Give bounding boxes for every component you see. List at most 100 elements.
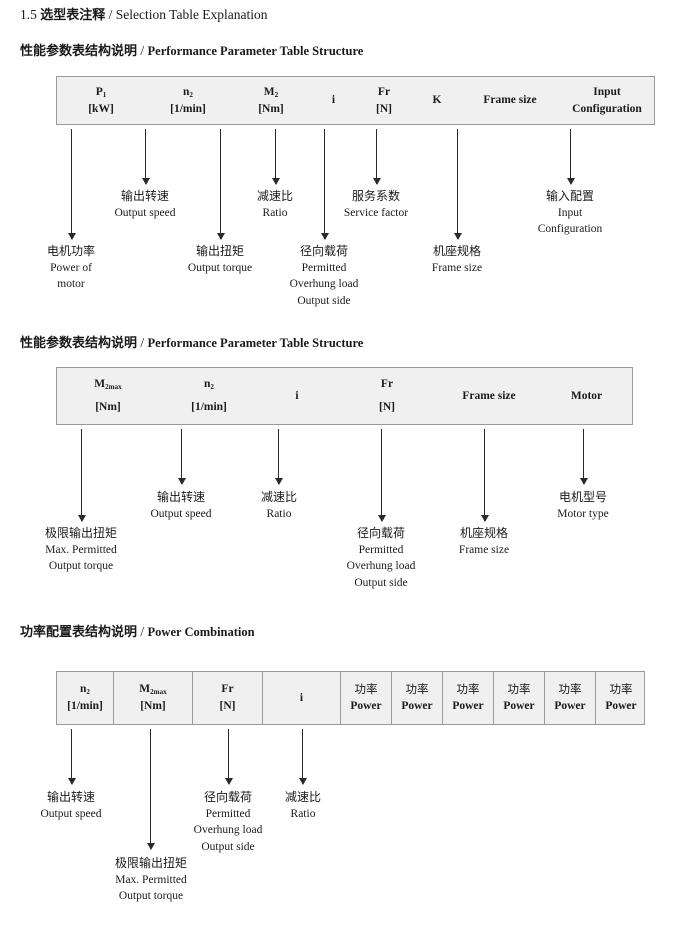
annotation-input-configuration: 输入配置 Input Configuration xyxy=(537,189,603,236)
table2-col-m2max-unit: [Nm] xyxy=(95,401,121,413)
table2-col-n2-symbol: n xyxy=(204,378,211,391)
annotation-ratio-2: 减速比 Ratio xyxy=(260,490,297,521)
table1-col-frame-size: Frame size xyxy=(462,77,558,124)
table3-col-power-1: 功率 Power xyxy=(341,672,392,724)
arrow-to-output-speed-2 xyxy=(177,429,186,485)
table2-col-n2: n2 [1/min] xyxy=(159,368,259,424)
arrow-to-power-of-motor xyxy=(67,129,76,240)
section2-heading-cn: 性能参数表结构说明 xyxy=(20,336,138,351)
arrow-to-max-permitted-output-torque-3 xyxy=(146,729,155,850)
table3-col-power-3-en: Power xyxy=(452,700,484,712)
page-title-separator: / xyxy=(108,7,113,22)
section3-heading: 功率配置表结构说明 / Power Combination xyxy=(20,625,255,639)
arrow-to-input-configuration xyxy=(566,129,575,185)
table2-col-motor: Motor xyxy=(539,368,634,424)
table1-col-p1-sub: 1 xyxy=(102,90,107,99)
arrow-to-motor-type xyxy=(579,429,588,485)
annotation-max-permitted-output-torque-3: 极限输出扭矩 Max. Permitted Output torque xyxy=(114,856,187,903)
annotation-output-torque: 输出扭矩 Output torque xyxy=(187,244,253,275)
section3-heading-en: Power Combination xyxy=(147,625,255,639)
annotation-overhung-load-3: 径向载荷 Permitted Overhung load Output side xyxy=(193,790,263,853)
arrow-to-output-speed xyxy=(141,129,150,185)
table3-col-power-4: 功率 Power xyxy=(494,672,545,724)
table3-col-fr: Fr [N] xyxy=(193,672,263,724)
arrow-to-service-factor xyxy=(372,129,381,185)
table1-col-m2-sub: 2 xyxy=(274,90,279,99)
annotation-ratio: 减速比 Ratio xyxy=(256,189,293,220)
table3-col-power-3: 功率 Power xyxy=(443,672,494,724)
arrow-to-overhung-load xyxy=(320,129,329,240)
table2-col-m2max-symbol: M xyxy=(94,378,106,391)
page-title: 1.5 选型表注释 / Selection Table Explanation xyxy=(20,8,268,22)
table3-col-fr-symbol: Fr xyxy=(221,683,234,696)
page-title-cn: 选型表注释 xyxy=(40,8,106,23)
table2-col-m2max-sub: 2max xyxy=(105,383,122,392)
table1-col-m2-unit: [Nm] xyxy=(258,102,284,115)
table2-col-i-symbol: i xyxy=(295,389,299,402)
table2-col-fr: Fr [N] xyxy=(335,368,439,424)
section1-heading-separator: / xyxy=(140,43,145,58)
table3-col-n2: n2 [1/min] xyxy=(57,672,114,724)
table3-col-n2-symbol: n xyxy=(80,683,87,696)
table2-col-m2max: M2max [Nm] xyxy=(57,368,159,424)
annotation-service-factor: 服务系数 Service factor xyxy=(343,189,409,220)
section2-heading-separator: / xyxy=(140,335,145,350)
table2-col-n2-sub: 2 xyxy=(210,383,214,392)
table3-col-power-5-en: Power xyxy=(554,700,586,712)
table2-col-frame-size-symbol: Frame size xyxy=(462,389,516,402)
section1-heading-en: Performance Parameter Table Structure xyxy=(147,44,364,58)
table2-col-frame-size: Frame size xyxy=(439,368,539,424)
table1-col-i: i xyxy=(311,77,356,124)
table1-col-n2-symbol: n xyxy=(183,85,190,98)
table3-col-power-1-en: Power xyxy=(350,700,382,712)
table3-col-fr-unit: [N] xyxy=(219,700,236,712)
table3-col-power-2-cn: 功率 xyxy=(405,682,429,697)
table1-col-k: K xyxy=(412,77,462,124)
page-title-en: Selection Table Explanation xyxy=(115,7,268,22)
annotation-max-permitted-output-torque: 极限输出扭矩 Max. Permitted Output torque xyxy=(44,526,117,573)
table1-col-p1: P1 [kW] xyxy=(57,77,145,124)
table3-col-i-symbol: i xyxy=(299,691,304,704)
table1-col-n2-sub: 2 xyxy=(189,90,193,99)
performance-parameter-table-2: M2max [Nm] n2 [1/min] i Fr [N] Frame siz… xyxy=(56,367,633,425)
arrow-to-ratio xyxy=(271,129,280,185)
table1-col-p1-symbol: P xyxy=(95,85,103,98)
power-combination-table: n2 [1/min] M2max [Nm] Fr [N] i 功率 Power … xyxy=(56,671,645,725)
page-title-number: 1.5 xyxy=(20,7,37,22)
table1-col-p1-unit: [kW] xyxy=(88,102,114,115)
section1-heading: 性能参数表结构说明 / Performance Parameter Table … xyxy=(20,44,363,58)
table1-col-m2: M2 [Nm] xyxy=(231,77,311,124)
arrow-to-output-torque xyxy=(216,129,225,240)
table3-col-power-1-cn: 功率 xyxy=(354,682,378,697)
arrow-to-frame-size-2 xyxy=(480,429,489,522)
table1-col-fr-unit: [N] xyxy=(376,102,392,115)
table1-col-input-configuration-unit: Configuration xyxy=(572,102,642,115)
section2-heading: 性能参数表结构说明 / Performance Parameter Table … xyxy=(20,336,363,350)
table3-col-power-5-cn: 功率 xyxy=(558,682,582,697)
table1-col-m2-symbol: M xyxy=(263,85,275,98)
arrow-to-overhung-load-3 xyxy=(224,729,233,785)
table3-col-n2-sub: 2 xyxy=(86,688,90,697)
annotation-ratio-3: 减速比 Ratio xyxy=(284,790,321,821)
arrow-to-overhung-load-2 xyxy=(377,429,386,522)
annotation-output-speed-3: 输出转速 Output speed xyxy=(40,790,102,821)
table2-col-i: i xyxy=(259,368,335,424)
section3-heading-separator: / xyxy=(140,624,145,639)
table1-col-fr-symbol: Fr xyxy=(377,85,391,98)
table3-col-power-2-en: Power xyxy=(401,700,433,712)
table1-col-frame-size-symbol: Frame size xyxy=(483,94,537,107)
table1-col-i-symbol: i xyxy=(331,94,336,107)
section3-heading-cn: 功率配置表结构说明 xyxy=(20,625,138,640)
table3-col-n2-unit: [1/min] xyxy=(67,700,103,712)
arrow-to-ratio-2 xyxy=(274,429,283,485)
table2-col-motor-symbol: Motor xyxy=(570,389,603,402)
table2-col-n2-unit: [1/min] xyxy=(191,401,227,413)
table3-col-power-2: 功率 Power xyxy=(392,672,443,724)
table1-col-k-symbol: K xyxy=(432,94,442,107)
table3-col-m2max-symbol: M xyxy=(139,683,151,696)
table3-col-power-4-en: Power xyxy=(503,700,535,712)
table3-col-m2max-sub: 2max xyxy=(150,688,167,697)
table3-col-m2max: M2max [Nm] xyxy=(114,672,193,724)
annotation-output-speed: 输出转速 Output speed xyxy=(114,189,176,220)
annotation-frame-size: 机座规格 Frame size xyxy=(431,244,483,275)
